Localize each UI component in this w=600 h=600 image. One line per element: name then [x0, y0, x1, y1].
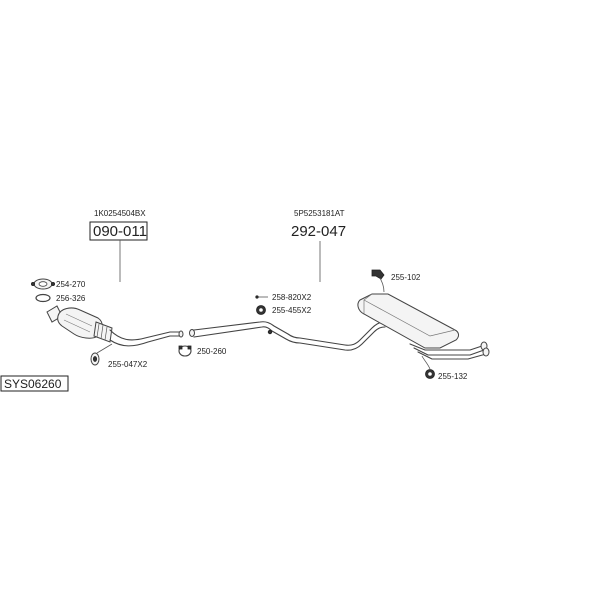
front-section-header: 1K0254504BX 090-011 [89, 209, 148, 282]
gasket-ring-256-326: 256-326 [35, 293, 86, 303]
hanger-255-132: 255-132 [421, 355, 468, 381]
system-code-box: SYS06260 [0, 375, 69, 392]
gasket-254-270: 254-270 [30, 278, 86, 290]
system-code-label: SYS06260 [4, 377, 62, 391]
front-oem-number: 1K0254504BX [94, 209, 146, 218]
rear-section-header: 5P5253181AT 292-047 [291, 209, 346, 282]
middle-pipe [189, 321, 386, 351]
part-label-255-132: 255-132 [438, 372, 468, 381]
part-label-255-102: 255-102 [391, 273, 421, 282]
clamp-250-260: 250-260 [178, 345, 227, 357]
hanger-255-102: 255-102 [371, 269, 421, 293]
part-label-254-270: 254-270 [56, 280, 86, 289]
rear-silencer [357, 293, 490, 360]
part-label-255-047x2: 255-047X2 [108, 360, 148, 369]
front-pipe-catalytic-converter [46, 305, 184, 347]
part-label-258-820x2: 258-820X2 [272, 293, 312, 302]
mount-255-455x2: 255-455X2 [256, 305, 312, 315]
front-part-number: 090-011 [93, 223, 147, 240]
part-label-250-260: 250-260 [197, 347, 227, 356]
clamp-255-047x2: 255-047X2 [90, 343, 148, 369]
rear-oem-number: 5P5253181AT [294, 209, 345, 218]
rear-part-number: 292-047 [291, 223, 346, 240]
part-label-256-326: 256-326 [56, 294, 86, 303]
mount-258-820x2: 258-820X2 [255, 293, 312, 302]
part-label-255-455x2: 255-455X2 [272, 306, 312, 315]
